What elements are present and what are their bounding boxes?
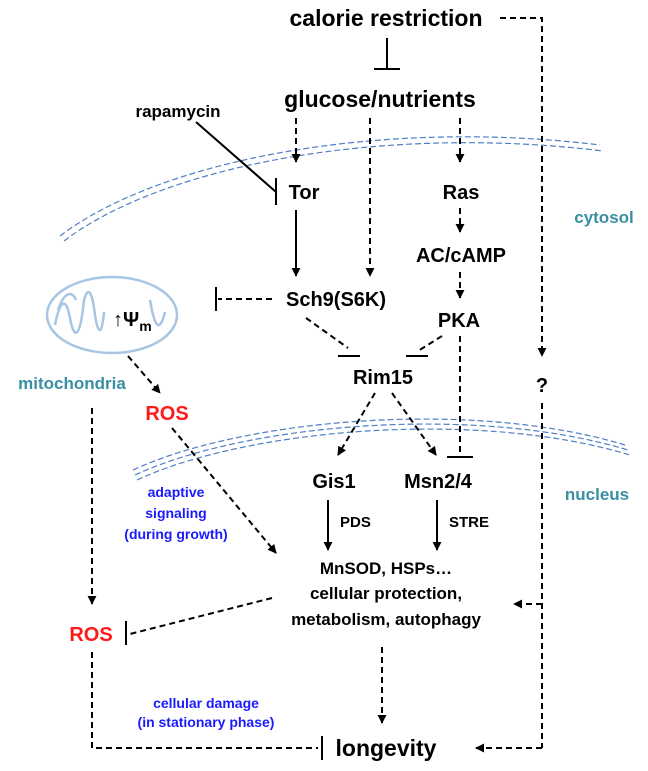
note-adaptive-3: (during growth) bbox=[124, 526, 227, 542]
node-rim15: Rim15 bbox=[353, 367, 413, 389]
outputs-line1: MnSOD, HSPs… bbox=[320, 559, 452, 578]
note-damage-2: (in stationary phase) bbox=[138, 714, 275, 730]
node-ras: Ras bbox=[443, 182, 480, 204]
outputs-line2: cellular protection, bbox=[310, 584, 462, 603]
note-adaptive-1: adaptive bbox=[148, 484, 205, 500]
node-ac-camp: AC/cAMP bbox=[416, 245, 506, 267]
node-unknown: ? bbox=[536, 375, 548, 397]
mitochondrion-icon bbox=[45, 275, 179, 355]
node-msn24: Msn2/4 bbox=[404, 471, 473, 493]
membrane-potential-symbol: ↑Ψm bbox=[113, 309, 152, 334]
node-pka: PKA bbox=[438, 310, 480, 332]
label-pds: PDS bbox=[340, 514, 371, 531]
note-adaptive-2: signaling bbox=[145, 505, 206, 521]
outputs-line3: metabolism, autophagy bbox=[291, 610, 481, 629]
node-tor: Tor bbox=[289, 182, 320, 204]
node-sch9: Sch9(S6K) bbox=[286, 289, 386, 311]
cell-membrane bbox=[59, 136, 604, 242]
nuclear-membrane bbox=[132, 418, 631, 481]
label-cytosol: cytosol bbox=[574, 208, 634, 227]
ros-lower: ROS bbox=[69, 624, 112, 646]
node-rapamycin: rapamycin bbox=[135, 102, 220, 121]
label-nucleus: nucleus bbox=[565, 485, 629, 504]
ros-upper: ROS bbox=[145, 403, 188, 425]
edges bbox=[87, 17, 547, 760]
node-gis1: Gis1 bbox=[312, 471, 355, 493]
node-glucose-nutrients: glucose/nutrients bbox=[284, 86, 476, 112]
note-damage-1: cellular damage bbox=[153, 695, 259, 711]
label-mitochondria: mitochondria bbox=[18, 374, 126, 393]
label-stre: STRE bbox=[449, 514, 489, 531]
node-calorie-restriction: calorie restriction bbox=[289, 5, 482, 31]
node-longevity: longevity bbox=[336, 735, 437, 761]
